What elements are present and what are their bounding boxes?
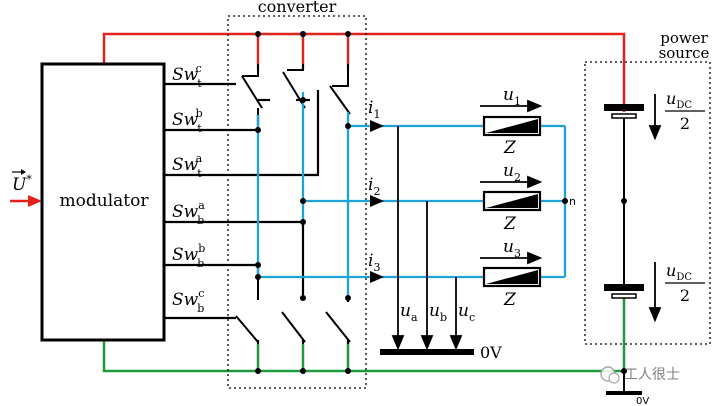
zero-volt-rail [380, 349, 474, 355]
switch-signal-label: Swba [172, 199, 205, 227]
phase-voltage-label-ua: ua [400, 301, 418, 324]
ground-label: 0V [636, 396, 649, 406]
dc-voltage-numerator: uDC [666, 261, 692, 283]
reference-voltage-label: U* [12, 173, 32, 195]
dc-source [604, 104, 644, 299]
neutral-label: n [569, 195, 576, 208]
load-voltage-label-u2: u2 [503, 161, 521, 184]
phase-voltage-arrows [391, 126, 463, 351]
switch-signal-label: Swtc [172, 62, 202, 90]
reference-input-arrowhead [28, 195, 42, 207]
power-source-label-line1: power [660, 29, 708, 47]
current-arrows [370, 120, 384, 283]
impedance-label: Z [503, 290, 517, 310]
negative-rail [102, 294, 626, 373]
current-label-i1: i1 [368, 98, 380, 121]
phase-voltage-label-ub: ub [429, 301, 447, 324]
switch-signal-labels: Swtc Swtb Swta Swba Swbb Swbc [172, 62, 205, 315]
load-voltage-label-u1: u1 [503, 85, 521, 108]
switch-signal-label: Swtb [172, 107, 203, 135]
switch-signal-label: Swta [172, 152, 203, 180]
impedance-label: Z [503, 214, 517, 234]
bottom-leg-feeds [256, 344, 350, 371]
ground-symbol [606, 371, 642, 395]
watermark-text: 工人很士 [624, 367, 680, 383]
power-source-label-line2: source [659, 44, 710, 62]
watermark: 工人很士 [600, 366, 680, 384]
dc-voltage-denominator: 2 [680, 114, 690, 133]
switch-signal-label: Swbb [172, 242, 205, 270]
converter-label: converter [258, 0, 337, 16]
load-voltage-label-u3: u3 [503, 237, 521, 260]
current-label-i2: i2 [368, 175, 380, 198]
zero-volt-label: 0V [480, 343, 502, 362]
phase-lines [256, 92, 567, 298]
junction-dots [255, 31, 627, 374]
reference-voltage-vector-head [21, 169, 26, 175]
switch-signal-label: Swbc [172, 287, 204, 315]
dc-voltage-numerator: uDC [666, 89, 692, 111]
dc-voltage-denominator: 2 [680, 286, 690, 305]
top-leg-feeds [256, 34, 350, 64]
current-label-i3: i3 [368, 251, 380, 274]
modulator-label: modulator [60, 191, 150, 211]
modulator-block [40, 62, 166, 342]
phase-voltage-label-uc: uc [458, 301, 475, 324]
dc-voltage-arrows [648, 94, 662, 323]
power-source-box [584, 61, 711, 345]
bottom-switches [235, 275, 351, 343]
impedance-label: Z [503, 138, 517, 158]
dc-fraction-bars [665, 110, 705, 284]
load-voltage-arrows [480, 99, 543, 265]
impedances [482, 115, 542, 288]
